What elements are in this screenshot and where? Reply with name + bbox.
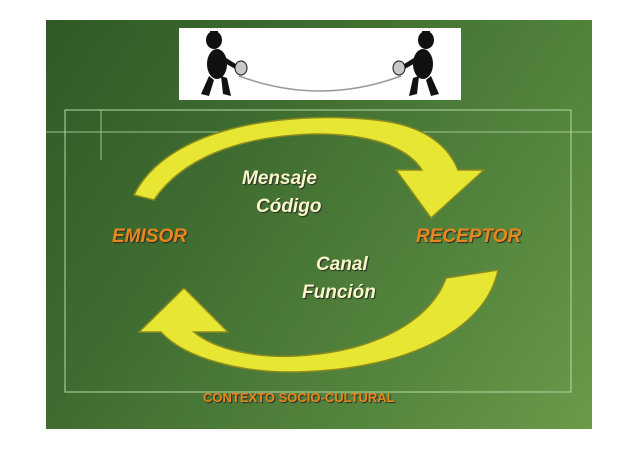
receiver-label: RECEPTOR xyxy=(416,226,522,247)
right-figure-icon xyxy=(401,31,439,96)
context-frame xyxy=(64,109,572,393)
sender-label: EMISOR xyxy=(112,226,187,247)
message-label: Mensaje xyxy=(242,168,317,189)
communication-banner xyxy=(179,28,461,100)
slide-background: Mensaje Código EMISOR RECEPTOR Canal Fun… xyxy=(46,20,592,429)
context-label: CONTEXTO SOCIO-CULTURAL xyxy=(203,390,395,405)
communication-figures-image xyxy=(201,31,439,96)
diagram-canvas xyxy=(46,109,592,393)
code-label: Código xyxy=(256,196,322,217)
function-label: Función xyxy=(302,282,376,303)
left-figure-icon xyxy=(201,31,239,96)
curved-arrow-top-icon xyxy=(132,116,486,220)
channel-label: Canal xyxy=(316,254,368,275)
curved-arrow-bottom-icon xyxy=(137,269,499,373)
